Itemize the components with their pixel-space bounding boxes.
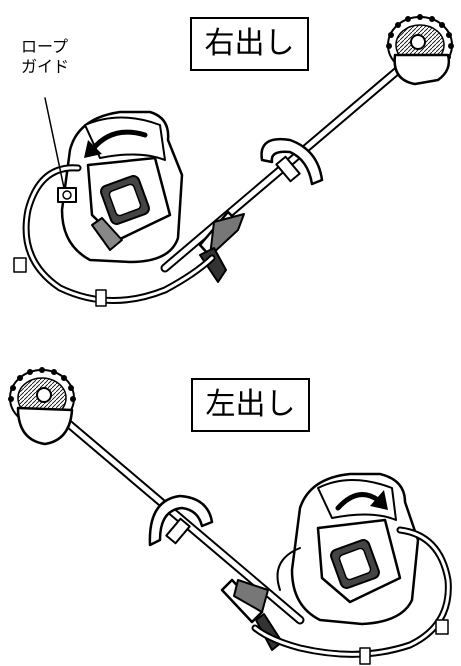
left-exit-label: 左出し (191, 378, 310, 432)
left-exit-text: 左出し (205, 387, 296, 422)
right-exit-label: 右出し (190, 17, 309, 71)
right-exit-text: 右出し (204, 26, 295, 61)
callout-line-2: ガイド (21, 57, 70, 76)
callout-line-1: ロープ (21, 37, 69, 56)
rope-guide-callout: ロープ ガイド (21, 37, 101, 77)
rotation-arrow-icon (89, 129, 148, 153)
brush-cutter-left-illustration (8, 367, 452, 665)
brush-cutter-right-illustration (13, 14, 454, 307)
